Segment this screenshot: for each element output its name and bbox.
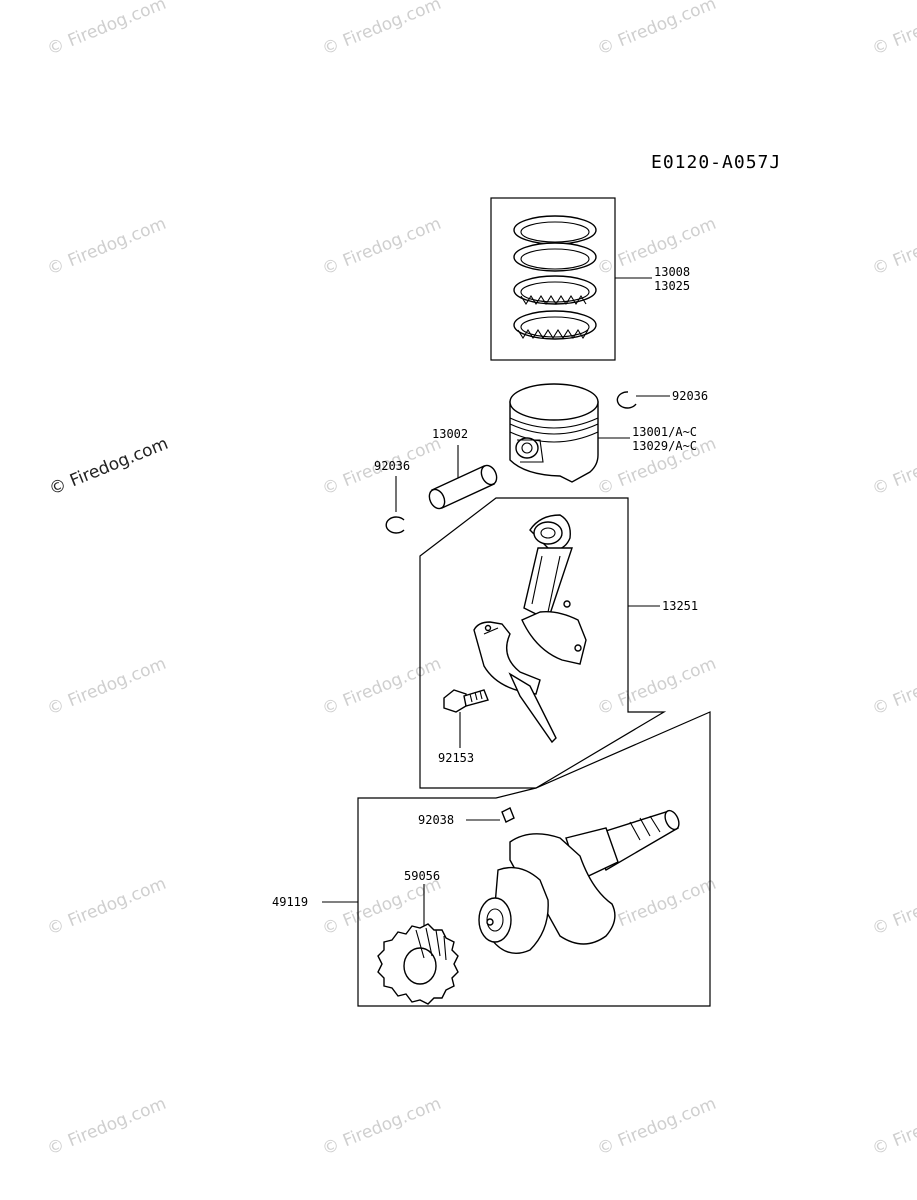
watermark: © Firedog.com (869, 654, 917, 720)
con-rod-bolt: 92153 (438, 689, 489, 765)
crankshaft-key (501, 807, 515, 823)
watermark-grid: © Firedog.com © Firedog.com © Firedog.co… (44, 0, 917, 1160)
watermark: © Firedog.com (869, 434, 917, 500)
watermark: © Firedog.com (594, 0, 719, 60)
connecting-rod-assembly: 13251 (419, 497, 698, 789)
piston-pin-clip-left: 92036 (374, 459, 410, 534)
piston: 13001/A~C 13029/A~C (509, 383, 697, 483)
watermark: © Firedog.com (319, 0, 444, 60)
label-59056: 59056 (404, 869, 440, 883)
label-13001: 13001/A~C (632, 425, 697, 439)
label-92038: 92038 (418, 813, 454, 827)
oil-ring-upper (513, 275, 597, 305)
watermark: © Firedog.com (44, 874, 169, 940)
con-rod-box (419, 497, 667, 789)
watermark: © Firedog.com (44, 0, 169, 60)
piston-ring-second (513, 242, 597, 272)
watermark-prominent: © Firedog.com (46, 434, 171, 500)
piston-pin-boss (515, 437, 539, 459)
label-92153: 92153 (438, 751, 474, 765)
watermark: © Firedog.com (319, 1094, 444, 1160)
label-13029: 13029/A~C (632, 439, 697, 453)
drawing-id: E0120-A057J (651, 152, 782, 173)
watermark: © Firedog.com (44, 1094, 169, 1160)
crankshaft-front-end (478, 897, 512, 943)
watermark: © Firedog.com (319, 214, 444, 280)
label-13251: 13251 (662, 599, 698, 613)
piston-ring-set: 13008 13025 (490, 197, 690, 361)
watermark: © Firedog.com (44, 654, 169, 720)
piston-ring-top (513, 215, 597, 245)
watermark: © Firedog.com (869, 1094, 917, 1160)
watermark: © Firedog.com (594, 1094, 719, 1160)
piston-pin: 13002 (428, 427, 498, 510)
watermark: © Firedog.com (869, 214, 917, 280)
watermark: © Firedog.com (594, 654, 719, 720)
crankshaft-box (357, 711, 711, 1007)
label-13025: 13025 (654, 279, 690, 293)
crankshaft-gear: 59056 (377, 869, 459, 1005)
oil-ring-lower (513, 310, 597, 340)
label-13008: 13008 (654, 265, 690, 279)
label-92036-left: 92036 (374, 459, 410, 473)
watermark: © Firedog.com (869, 0, 917, 60)
ring-set-box (490, 197, 616, 361)
piston-pin-clip-right: 92036 (616, 389, 708, 409)
watermark: © Firedog.com (44, 214, 169, 280)
watermark: © Firedog.com (869, 874, 917, 940)
crankshaft-assembly: 92038 59056 49119 (272, 711, 711, 1007)
label-13002: 13002 (432, 427, 468, 441)
label-49119: 49119 (272, 895, 308, 909)
watermark: © Firedog.com (319, 654, 444, 720)
label-92036-right: 92036 (672, 389, 708, 403)
